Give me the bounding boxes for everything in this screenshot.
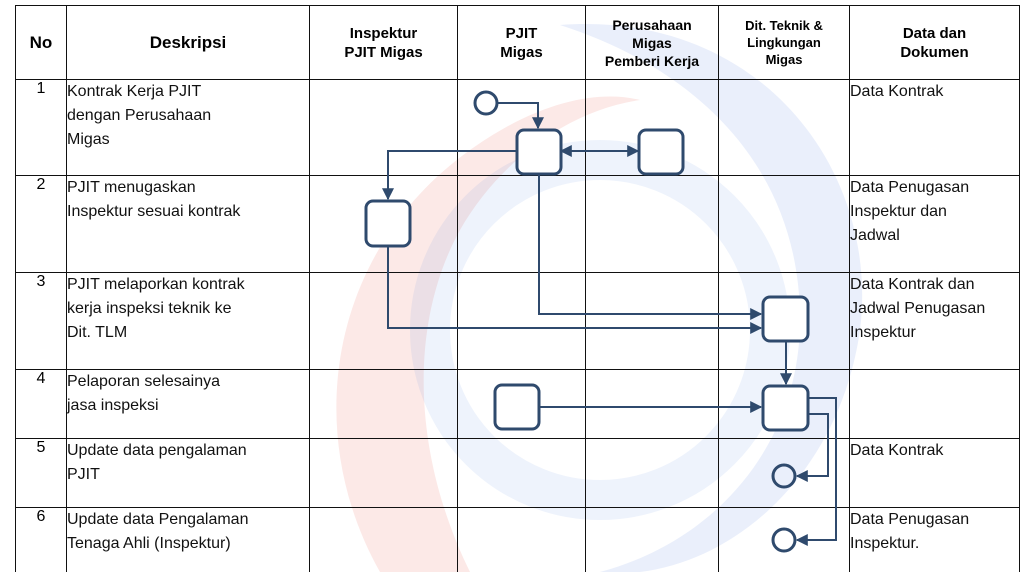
row-number: 4 <box>15 369 67 439</box>
row-description: PJIT menugaskan Inspektur sesuai kontrak <box>66 175 310 273</box>
header-inspektur: Inspektur PJIT Migas <box>309 5 458 80</box>
lane-cell-dit <box>718 79 850 176</box>
connector-contract-to-dit <box>538 174 763 320</box>
row-number: 2 <box>15 175 67 273</box>
row-document: Data Kontrak dan Jadwal Penugasan Inspek… <box>849 272 1020 370</box>
row-document <box>849 369 1020 439</box>
process-box-dit-report <box>761 295 810 343</box>
row-document: Data Penugasan Inspektur dan Jadwal <box>849 175 1020 273</box>
connector-completion-to-row6 <box>795 397 837 546</box>
end-circle-row5-icon <box>771 463 797 489</box>
process-box-pjit-completion <box>493 383 541 431</box>
lane-cell-inspektur <box>309 369 458 439</box>
row-description: PJIT melaporkan kontrak kerja inspeksi t… <box>66 272 310 370</box>
row-description: Pelaporan selesainya jasa inspeksi <box>66 369 310 439</box>
row-document: Data Kontrak <box>849 438 1020 508</box>
process-box-dit-completion <box>761 384 810 432</box>
lane-cell-perusahaan <box>585 507 719 572</box>
table-row: 1 Kontrak Kerja PJIT dengan Perusahaan M… <box>15 79 1020 176</box>
header-data-dokumen: Data dan Dokumen <box>849 5 1020 80</box>
row-number: 3 <box>15 272 67 370</box>
row-document: Data Penugasan Inspektur. <box>849 507 1020 572</box>
start-circle-icon <box>473 90 499 116</box>
lane-cell-pjit <box>457 175 586 273</box>
row-description: Update data Pengalaman Tenaga Ahli (Insp… <box>66 507 310 572</box>
header-dit: Dit. Teknik & Lingkungan Migas <box>718 5 850 80</box>
connector-contract-to-inspektur <box>382 150 517 201</box>
header-deskripsi: Deskripsi <box>66 5 310 80</box>
lane-cell-inspektur <box>309 438 458 508</box>
header-row: No Deskripsi Inspektur PJIT Migas PJIT M… <box>15 5 1020 80</box>
connector-completion-to-row5 <box>795 413 829 482</box>
header-perusahaan: Perusahaan Migas Pemberi Kerja <box>585 5 719 80</box>
process-box-perusahaan <box>637 128 685 176</box>
lane-cell-inspektur <box>309 79 458 176</box>
row-description: Kontrak Kerja PJIT dengan Perusahaan Mig… <box>66 79 310 176</box>
connector-inspektur-to-dit <box>387 246 763 334</box>
lane-cell-inspektur <box>309 272 458 370</box>
table-row: 2 PJIT menugaskan Inspektur sesuai kontr… <box>15 175 1020 273</box>
row-number: 5 <box>15 438 67 508</box>
lane-cell-inspektur <box>309 507 458 572</box>
connector-start-to-contract <box>497 102 544 130</box>
lane-cell-perusahaan <box>585 272 719 370</box>
process-box-pjit-contract <box>515 128 563 176</box>
lane-cell-pjit <box>457 272 586 370</box>
lane-cell-pjit <box>457 507 586 572</box>
header-no: No <box>15 5 67 80</box>
lane-cell-perusahaan <box>585 369 719 439</box>
end-circle-row6-icon <box>771 527 797 553</box>
process-box-inspektur <box>364 199 412 248</box>
table-row: 3 PJIT melaporkan kontrak kerja inspeksi… <box>15 272 1020 370</box>
